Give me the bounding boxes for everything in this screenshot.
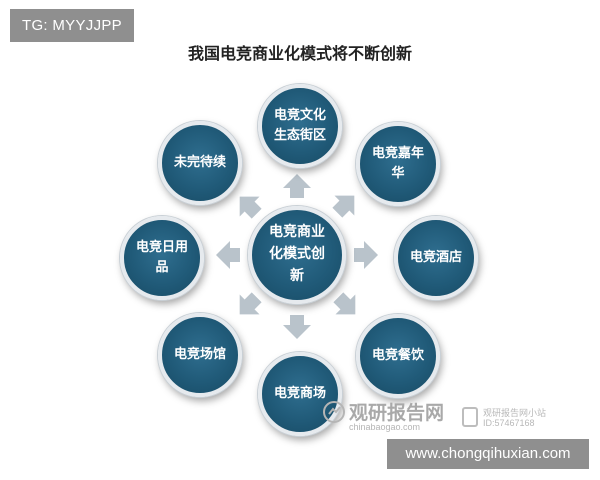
node-bottom-right-label: 电竞餐饮 [371,347,424,363]
node-top-label: 电竞文化生态街区 [273,107,326,143]
center-node-label: 电竞商业化模式创新 [269,224,325,284]
arrow-down-right [328,287,366,325]
center-node: 电竞商业化模式创新 [248,206,346,304]
node-top: 电竞文化生态街区 [258,84,342,168]
node-right: 电竞酒店 [394,216,478,300]
node-top-right: 电竞嘉年华 [356,122,440,206]
report-logo-icon [323,401,345,423]
diagram-title: 我国电竞商业化模式将不断创新 [187,44,412,63]
arrow-down [283,315,311,339]
node-top-left-label: 未完待续 [173,154,226,170]
node-bottom-left-label: 电竞场馆 [173,346,226,362]
arrow-up-right [327,185,365,223]
node-right-label: 电竞酒店 [409,249,462,265]
url-banner: www.chongqihuxian.com [387,439,589,469]
node-top-right-label: 电竞嘉年华 [371,145,424,181]
node-left: 电竞日用品 [120,216,204,300]
watermark-name: 观研报告网 [349,402,445,424]
arrow-left [216,241,240,269]
node-bottom-label: 电竞商场 [273,385,326,401]
watermark-logo: 观研报告网 chinabaogao.com [323,398,453,438]
tg-tag: TG: MYYJJPP [10,9,134,42]
wechat-id: ID:57467168 [483,418,535,428]
arrow-up [283,174,311,198]
wechat-watermark: 观研报告网小站 ID:57467168 [462,405,572,435]
wechat-icon [462,407,478,427]
arrow-up-left [229,186,267,224]
node-top-left: 未完待续 [158,121,242,205]
wechat-name: 观研报告网小站 [483,409,547,419]
node-bottom-right: 电竞餐饮 [356,314,440,398]
arrow-down-left [229,287,267,325]
node-left-label: 电竞日用品 [135,239,188,275]
watermark-domain: chinabaogao.com [349,422,421,432]
node-bottom: 电竞商场 [258,352,342,436]
arrow-right [354,241,378,269]
node-bottom-left: 电竞场馆 [158,313,242,397]
